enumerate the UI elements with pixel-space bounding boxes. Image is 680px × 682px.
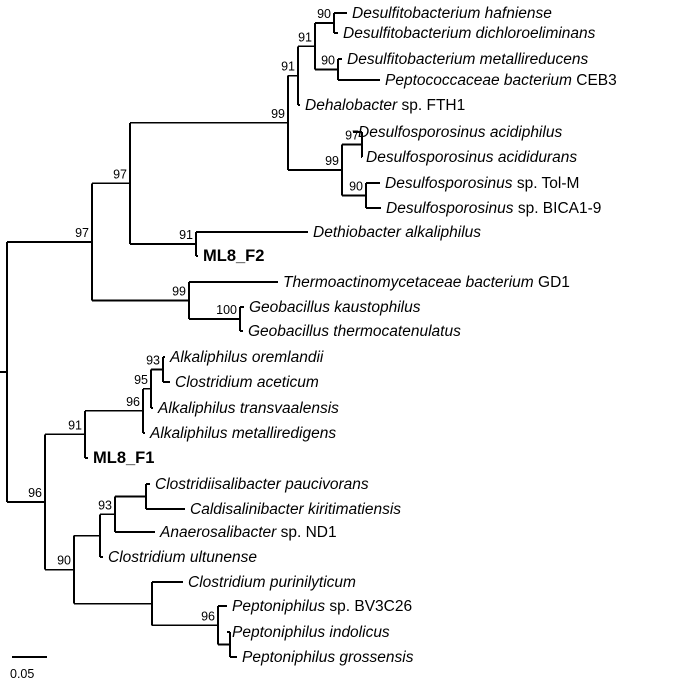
taxon-name-plain: ML8_F1 [93,449,154,467]
support-value: 91 [281,60,295,74]
taxon-name-italic: Caldisalinibacter kiritimatiensis [190,501,401,518]
taxon-label: Geobacillus thermocatenulatus [248,323,461,340]
taxon-name-italic: Thermoactinomycetaceae bacterium [283,274,534,291]
taxon-label: Desulfosporosinus acidiphilus [358,124,562,141]
taxon-name-italic: Alkaliphilus metalliredigens [149,425,336,442]
taxon-label: Desulfosporosinus sp. Tol-M [385,175,579,192]
support-value: 97 [113,167,127,181]
taxon-name-italic: Dehalobacter [305,97,398,114]
taxon-name-italic: Desulfitobacterium dichloroeliminans [343,25,596,42]
taxon-name-italic: Desulfosporosinus [386,200,514,217]
taxon-name-italic: Peptoniphilus indolicus [232,624,390,641]
taxon-name-italic: Desulfosporosinus [385,175,513,192]
taxon-name-plain: CEB3 [572,72,617,89]
taxon-name-italic: Desulfitobacterium hafniense [352,5,552,22]
taxon-label: ML8_F2 [203,247,264,265]
taxon-label: Peptococcaceae bacterium CEB3 [385,72,617,89]
taxon-name-italic: Dethiobacter alkaliphilus [313,224,481,241]
taxon-name-italic: Peptoniphilus grossensis [242,649,414,666]
support-value: 97 [345,129,359,143]
taxon-label: Clostridiisalibacter paucivorans [155,476,369,493]
taxon-label: Desulfitobacterium dichloroeliminans [343,25,596,42]
support-value: 93 [146,354,160,368]
support-value: 99 [172,285,186,299]
support-value: 90 [57,554,71,568]
taxon-label: Alkaliphilus oremlandii [169,349,324,366]
taxon-label: Thermoactinomycetaceae bacterium GD1 [283,274,570,291]
taxon-name-plain: sp. FTH1 [397,97,465,114]
taxon-name-plain: sp. ND1 [276,524,336,541]
taxon-name-plain: sp. Tol-M [513,175,580,192]
taxon-labels: Desulfitobacterium hafnienseDesulfitobac… [93,5,617,666]
support-value: 91 [68,418,82,432]
taxon-name-italic: Peptococcaceae bacterium [385,72,572,89]
taxon-name-italic: Desulfosporosinus acidiphilus [358,124,562,141]
taxon-name-plain: sp. BV3C26 [325,598,412,615]
taxon-name-italic: Clostridium aceticum [175,374,319,391]
taxon-label: Peptoniphilus sp. BV3C26 [232,598,412,615]
taxon-label: Caldisalinibacter kiritimatiensis [190,501,401,518]
taxon-label: Dehalobacter sp. FTH1 [305,97,465,114]
support-value: 97 [75,226,89,240]
taxon-name-italic: Geobacillus kaustophilus [249,299,421,316]
taxon-name-plain: ML8_F2 [203,247,264,265]
support-value: 91 [179,228,193,242]
support-value: 90 [349,180,363,194]
taxon-label: Desulfosporosinus sp. BICA1-9 [386,200,601,217]
support-value: 99 [271,107,285,121]
support-value: 99 [325,154,339,168]
support-value: 95 [134,373,148,387]
support-value: 96 [28,486,42,500]
taxon-name-italic: Clostridium ultunense [108,549,257,566]
scale-bar-label: 0.05 [10,667,34,681]
taxon-label: Geobacillus kaustophilus [249,299,421,316]
support-value: 91 [298,30,312,44]
support-value: 93 [98,498,112,512]
taxon-name-italic: Alkaliphilus oremlandii [169,349,324,366]
scale-bar: 0.05 [10,656,47,681]
taxon-label: Desulfosporosinus acididurans [366,149,577,166]
support-value: 90 [321,54,335,68]
support-value: 90 [317,7,331,21]
taxon-name-italic: Anaerosalibacter [159,524,277,541]
taxon-label: Peptoniphilus indolicus [232,624,390,641]
support-values: 90 91 90 91 99 97 99 90 91 97 100 99 97 93 95 96 91 93 90 9… [28,7,363,623]
taxon-label: Anaerosalibacter sp. ND1 [159,524,337,541]
taxon-label: Desulfitobacterium metallireducens [347,51,588,68]
taxon-name-italic: Alkaliphilus transvaalensis [157,400,339,417]
taxon-label: Alkaliphilus transvaalensis [157,400,339,417]
taxon-name-italic: Peptoniphilus [232,598,325,615]
taxon-name-italic: Desulfosporosinus acididurans [366,149,577,166]
taxon-name-plain: sp. BICA1-9 [514,200,602,217]
taxon-label: Clostridium aceticum [175,374,319,391]
support-value: 96 [201,609,215,623]
taxon-name-plain: GD1 [534,274,570,291]
taxon-name-italic: Clostridium purinilyticum [188,574,356,591]
taxon-name-italic: Clostridiisalibacter paucivorans [155,476,369,493]
taxon-label: Dethiobacter alkaliphilus [313,224,481,241]
taxon-label: Peptoniphilus grossensis [242,649,414,666]
support-value: 100 [216,303,237,317]
taxon-name-italic: Geobacillus thermocatenulatus [248,323,461,340]
taxon-label: Desulfitobacterium hafniense [352,5,552,22]
taxon-label: ML8_F1 [93,449,154,467]
support-value: 96 [126,395,140,409]
taxon-label: Clostridium purinilyticum [188,574,356,591]
taxon-label: Alkaliphilus metalliredigens [149,425,336,442]
tree-branches [0,12,381,658]
taxon-name-italic: Desulfitobacterium metallireducens [347,51,588,68]
taxon-label: Clostridium ultunense [108,549,257,566]
